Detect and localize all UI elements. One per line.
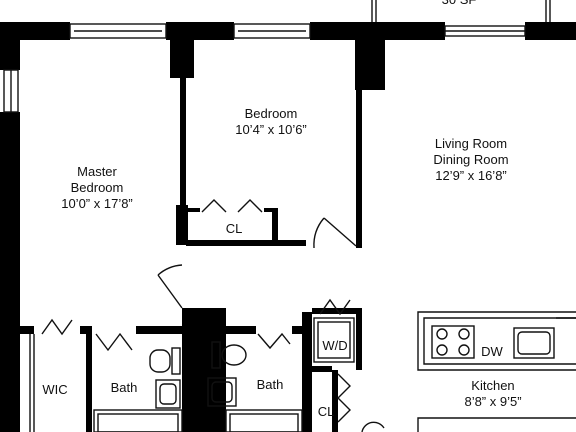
door-closet-right — [237, 199, 263, 213]
door-bath-second — [257, 332, 291, 350]
room-label-living: Living Room Dining Room 12’9” x 16’8” — [433, 136, 508, 184]
wall-center — [182, 308, 226, 432]
window-master — [69, 23, 167, 39]
wall-closet-side — [272, 210, 278, 246]
kitchen-counter — [417, 311, 576, 371]
room-label-wic: WIC — [42, 382, 68, 397]
door-master — [157, 274, 183, 309]
wall-left-lower — [0, 112, 20, 432]
washer-dryer — [313, 317, 355, 363]
wall-left-upper — [0, 22, 20, 70]
room-name: Master — [77, 164, 117, 179]
fixtures — [3, 0, 576, 432]
room-size: 8’8” x 9’5” — [464, 394, 522, 409]
wall-master-corner — [176, 205, 188, 245]
wall-bath-top-left — [80, 326, 90, 334]
wall-master-bedroom — [180, 78, 186, 208]
wall-laundry-right — [356, 308, 362, 370]
room-size: 10’0” x 17’8” — [61, 196, 133, 211]
toilet-tank-second — [211, 341, 221, 369]
cooktop — [431, 325, 475, 359]
wall-bedroom-living — [356, 90, 362, 248]
room-name: Kitchen — [471, 378, 515, 393]
toilet-master — [149, 349, 171, 373]
room-size: 12’9” x 16’8” — [435, 168, 507, 183]
balcony-label: 30 SF — [442, 0, 477, 8]
room-label-bedroom: Bedroom 10’4” x 10’6” — [235, 106, 307, 138]
wall-closet-top-left — [186, 208, 200, 212]
wall-bath-top-right — [136, 326, 184, 334]
sink-master — [155, 379, 181, 409]
window-bedroom — [233, 23, 311, 39]
wall-laundry-bottom — [312, 366, 332, 372]
room-name: Bedroom — [244, 106, 298, 121]
wall-closet-top-right — [264, 208, 278, 212]
room-name: Dining Room — [433, 152, 509, 167]
wall-wic-bath — [86, 326, 92, 432]
wall-top-right — [525, 22, 576, 40]
kitchen-counter-lower — [417, 417, 576, 432]
door-laundry — [319, 298, 351, 316]
toilet-tank-master — [171, 347, 181, 375]
wall-bath2-right — [302, 312, 312, 432]
door-bedroom — [323, 217, 357, 247]
wall-closet-hall — [332, 370, 338, 432]
door-master-arc — [157, 264, 183, 276]
pillar-right — [355, 22, 385, 90]
toilet-second — [221, 344, 247, 366]
room-size: 10’4” x 10’6” — [235, 122, 307, 137]
room-label-bath-second: Bath — [256, 377, 284, 392]
walls — [0, 22, 576, 432]
room-label-laundry: W/D — [322, 338, 348, 353]
door-bath-master — [95, 332, 133, 352]
room-label-closet: CL — [225, 221, 243, 236]
pillar-left — [170, 22, 194, 78]
room-label-bath-master: Bath — [110, 380, 138, 395]
appliance-label-dishwasher: DW — [481, 344, 503, 359]
room-label-master: Master Bedroom 10’0” x 17’8” — [61, 164, 133, 212]
door-wic — [41, 318, 73, 336]
room-label-kitchen: Kitchen 8’8” x 9’5” — [464, 378, 521, 410]
kitchen-sink — [513, 327, 555, 359]
room-name: Living Room — [434, 136, 508, 151]
door-closet-left — [201, 199, 227, 213]
wall-wic-top — [20, 326, 34, 334]
room-label-closet-hall: CL — [317, 404, 335, 419]
door-closet-hall — [337, 373, 351, 423]
sink-second — [207, 377, 237, 407]
wall-bath2-top — [226, 326, 256, 334]
tub-second — [225, 409, 303, 432]
room-name: Bedroom — [70, 180, 124, 195]
wall-closet-bottom — [186, 240, 306, 246]
tub-master — [93, 409, 183, 432]
